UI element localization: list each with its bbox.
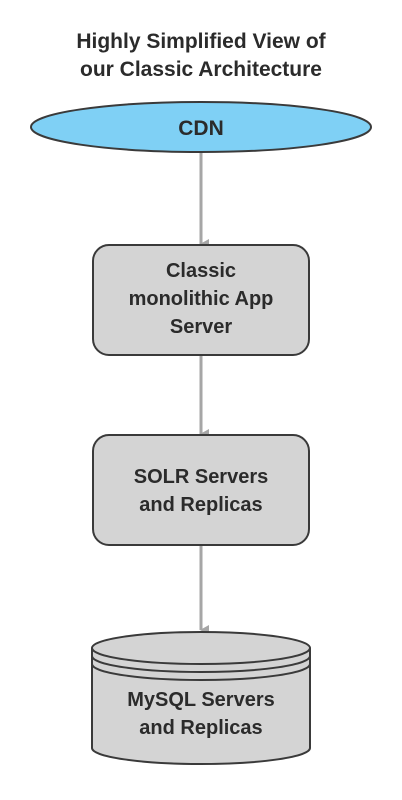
mysql-node-ring-1 xyxy=(91,655,311,673)
solr-node-shape xyxy=(92,434,310,546)
diagram-title: Highly Simplified View of our Classic Ar… xyxy=(0,28,402,84)
solr-label-line-2: and Replicas xyxy=(139,494,262,516)
app-server-label-line-2: monolithic App xyxy=(129,288,274,310)
app-server-label-line-3: Server xyxy=(170,316,232,338)
solr-label-line-1: SOLR Servers xyxy=(134,466,269,488)
mysql-label-line-1: MySQL Servers xyxy=(127,689,275,711)
solr-node: SOLR Servers and Replicas xyxy=(92,434,310,546)
mysql-node-top xyxy=(91,631,311,665)
cdn-node-shape xyxy=(30,101,372,153)
mysql-node-ring-2 xyxy=(91,663,311,681)
mysql-label-line-2: and Replicas xyxy=(139,717,262,739)
mysql-node: MySQL Servers and Replicas xyxy=(91,631,311,765)
app-server-label-line-1: Classic xyxy=(166,260,236,282)
diagram-title-line-2: our Classic Architecture xyxy=(80,58,322,81)
cdn-node-label: CDN xyxy=(178,117,224,140)
app-server-node: Classic monolithic App Server xyxy=(92,244,310,356)
diagram-title-line-1: Highly Simplified View of xyxy=(76,30,326,53)
cdn-node: CDN xyxy=(30,101,372,153)
app-server-node-shape xyxy=(92,244,310,356)
